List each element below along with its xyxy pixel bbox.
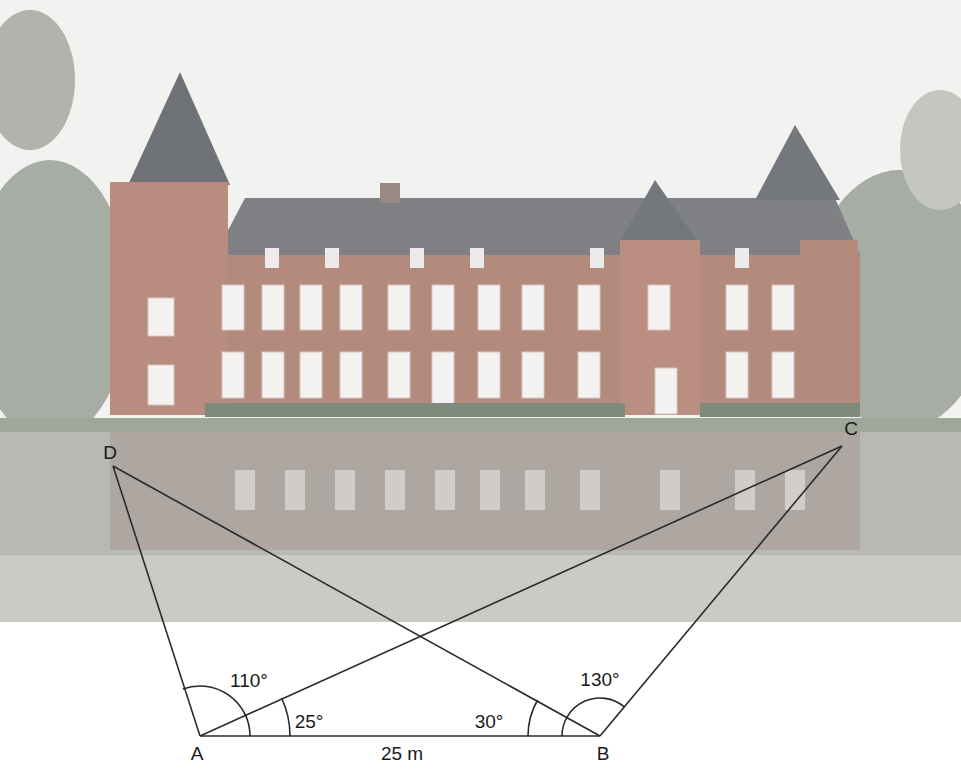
point-label: C <box>844 419 858 438</box>
survey-lines <box>113 446 842 736</box>
angle-label: 25° <box>295 712 324 731</box>
hedge <box>205 403 625 417</box>
tower <box>110 182 228 415</box>
angle-arc <box>562 698 624 736</box>
bank <box>0 418 961 432</box>
sky <box>0 0 961 622</box>
angle-arc <box>183 686 250 736</box>
angle-arc <box>528 700 538 736</box>
angle-label: 30° <box>475 712 504 731</box>
tower-roof <box>128 72 230 185</box>
sight-line <box>113 466 600 736</box>
dimension-label: 25 m <box>381 744 423 763</box>
sight-line <box>600 446 842 736</box>
angle-label: 130° <box>580 670 619 689</box>
roof <box>215 198 860 255</box>
point-label: A <box>191 744 204 763</box>
baseline <box>200 735 600 737</box>
windows <box>148 285 794 414</box>
point-label: B <box>597 744 610 763</box>
trees <box>0 10 961 440</box>
moat <box>0 425 961 565</box>
angle-arc <box>282 698 290 736</box>
reflection-windows <box>235 470 805 510</box>
facade <box>215 255 860 415</box>
reflection <box>110 430 860 550</box>
point-label: D <box>103 443 117 462</box>
angle-label: 110° <box>230 671 268 690</box>
